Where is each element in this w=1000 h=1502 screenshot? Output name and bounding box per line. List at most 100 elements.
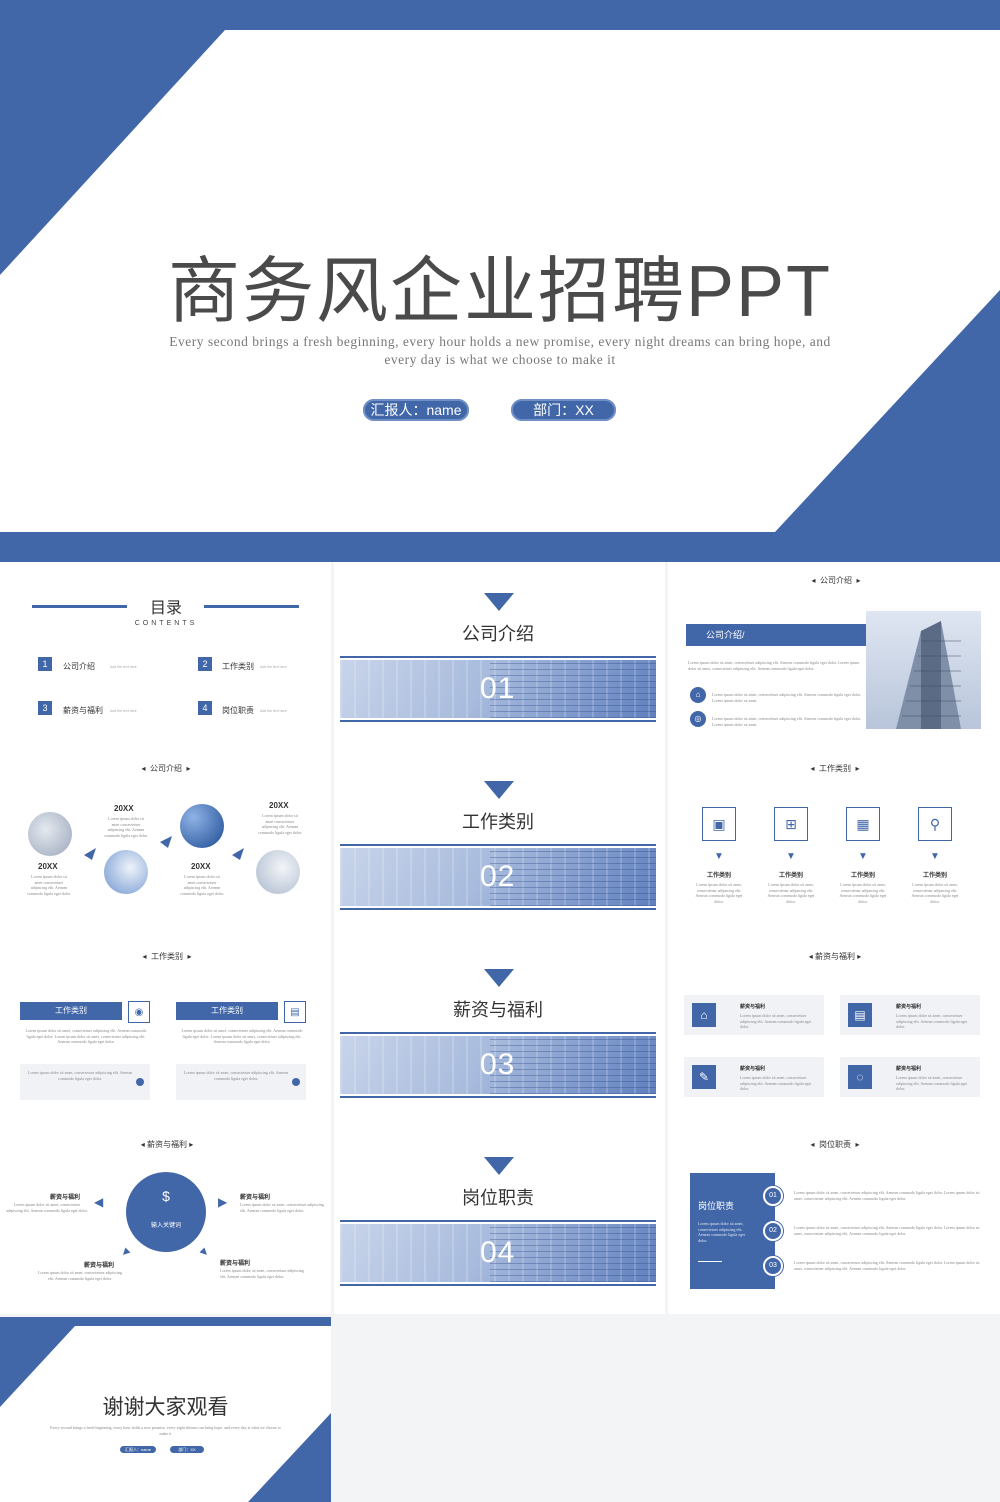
section-04-bottomline	[340, 1284, 656, 1286]
nav-company[interactable]: ◂ 公司介绍 ▸	[811, 576, 861, 585]
cover-title: 商务风企业招聘PPT	[167, 252, 833, 332]
radial-label-4: 薪资与福利	[220, 1261, 251, 1267]
thanks-top-bar	[0, 1317, 331, 1326]
section-02-slide: 工作类别 02	[334, 750, 665, 938]
job-cards-slide: ◂ 工作类别 ▸ 工作类别 ◉ Lorem ipsum dolor sit am…	[0, 938, 331, 1126]
salary-card-2-title: 薪资与福利	[896, 1004, 922, 1010]
company-lorem: Lorem ipsum dolor sit amet, consectetuer…	[688, 660, 860, 671]
section-02-arrow	[484, 781, 514, 799]
salary-center-circle	[126, 1172, 206, 1252]
section-04-building-image	[340, 1224, 656, 1282]
salary-card-4-icon: ◌	[848, 1065, 872, 1089]
toc-title: 目录	[149, 600, 182, 617]
radial-lorem-2: Lorem ipsum dolor sit amet, consectetuer…	[240, 1202, 324, 1213]
section-02-topline	[340, 844, 656, 846]
radial-arrow-bottom-left: ▼	[116, 1242, 136, 1262]
thanks-subtitle: Every second brings a fresh beginning, e…	[50, 1425, 281, 1436]
job-icon-1[interactable]: ▣	[702, 807, 736, 841]
job-card-1-lorem: Lorem ipsum dolor sit amet, consectetuer…	[25, 1028, 147, 1044]
toc-num-2: 2	[198, 657, 212, 671]
job-lorem-4: Lorem ipsum dolor sit amet, consectetuer…	[911, 882, 959, 904]
department-pill: 部门：XX	[511, 399, 616, 421]
job-arrow-3: ▼	[858, 851, 868, 862]
section-04-slide: 岗位职责 04	[334, 1126, 665, 1314]
nav-company-2[interactable]: ◂ 公司介绍 ▸	[141, 764, 191, 773]
duty-panel: 岗位职责 Lorem ipsum dolor sit amet, consect…	[690, 1173, 775, 1289]
job-icon-2[interactable]: ⊞	[774, 807, 808, 841]
section-02-number: 02	[480, 860, 516, 893]
timeline-photo-3	[180, 804, 224, 848]
nav-duty[interactable]: ◂ 岗位职责 ▸	[810, 1140, 860, 1149]
cover-diagonal-shapes	[0, 30, 1000, 532]
toc-hint-3: Add the text here	[110, 709, 137, 713]
job-label-2: 工作类别	[778, 873, 803, 879]
money-icon: $	[162, 1188, 170, 1204]
job-card-2-icon: ▤	[284, 1001, 306, 1023]
salary-card-4-title: 薪资与福利	[896, 1066, 922, 1072]
job-lorem-2: Lorem ipsum dolor sit amet, consectetuer…	[767, 882, 815, 904]
toc-slide: 目录 CONTENTS 1 公司介绍 Add the text here 2 工…	[0, 562, 331, 750]
toc-item-1[interactable]: 公司介绍	[63, 662, 95, 671]
thanks-reporter-pill: 汇报人：name	[120, 1446, 156, 1453]
salary-card-1: ⌂ 薪资与福利 Lorem ipsum dolor sit amet, cons…	[684, 995, 824, 1035]
section-03-building-image	[340, 1036, 656, 1094]
timeline-year-3: 20XX	[38, 862, 58, 871]
job-card-1-icon: ◉	[128, 1001, 150, 1023]
company-intro-slide: ◂ 公司介绍 ▸ 公司介绍/ Lorem ipsum dolor sit ame…	[668, 562, 1000, 750]
timeline-arrows	[84, 836, 244, 860]
job-card-1-dot	[136, 1078, 144, 1086]
section-01-topline	[340, 656, 656, 658]
timeline-slide: ◂ 公司介绍 ▸ 20XX Lorem ipsum dolor sit amet…	[0, 750, 331, 938]
timeline-lorem-2: Lorem ipsum dolor sit amet consectetuer …	[258, 813, 302, 835]
timeline-year-4: 20XX	[191, 862, 211, 871]
radial-lorem-3: Lorem ipsum dolor sit amet, consectetuer…	[38, 1270, 122, 1281]
toc-subtitle: CONTENTS	[134, 620, 198, 627]
nav-salary[interactable]: ◂ 薪资与福利 ▸	[808, 952, 862, 961]
job-card-1-box-lorem: Lorem ipsum dolor sit amet, consectetuer…	[28, 1070, 132, 1081]
salary-card-3-icon: ✎	[692, 1065, 716, 1089]
section-04-number: 04	[480, 1236, 516, 1269]
toc-item-3[interactable]: 薪资与福利	[63, 706, 103, 715]
section-01-building-image	[340, 660, 656, 718]
toc-item-4[interactable]: 岗位职责	[222, 706, 254, 715]
job-card-1-box: Lorem ipsum dolor sit amet, consectetuer…	[20, 1064, 150, 1100]
nav-salary-2[interactable]: ◂ 薪资与福利 ▸	[140, 1140, 194, 1149]
duty-slide: ◂ 岗位职责 ▸ 岗位职责 Lorem ipsum dolor sit amet…	[668, 1126, 1000, 1314]
salary-card-2-lorem: Lorem ipsum dolor sit amet, consectetuer…	[896, 1013, 968, 1029]
duty-panel-line	[698, 1261, 722, 1262]
salary-card-2-icon: ▤	[848, 1003, 872, 1027]
timeline-year-1: 20XX	[114, 804, 134, 813]
radial-arrow-bottom-right: ▼	[194, 1242, 214, 1262]
job-label-4: 工作类别	[922, 873, 947, 879]
nav-jobs[interactable]: ◂ 工作类别 ▸	[810, 764, 860, 773]
salary-cards-slide: ◂ 薪资与福利 ▸ ⌂ 薪资与福利 Lorem ipsum dolor sit …	[668, 938, 1000, 1126]
nav-jobs-2[interactable]: ◂ 工作类别 ▸	[142, 952, 192, 961]
timeline-lorem-1: Lorem ipsum dolor sit amet consectetuer …	[104, 816, 148, 838]
section-01-slide: 公司介绍 01	[334, 562, 665, 750]
toc-line-left	[32, 605, 127, 608]
toc-hint-1: Add the text here	[110, 665, 137, 669]
section-02-title: 工作类别	[462, 812, 534, 832]
radial-lorem-4: Lorem ipsum dolor sit amet, consectetuer…	[220, 1268, 304, 1279]
job-card-2-lorem: Lorem ipsum dolor sit amet, consectetuer…	[181, 1028, 303, 1044]
duty-num-2: 02	[763, 1221, 783, 1241]
job-icon-4[interactable]: ⚲	[918, 807, 952, 841]
section-03-slide: 薪资与福利 03	[334, 938, 665, 1126]
salary-card-2: ▤ 薪资与福利 Lorem ipsum dolor sit amet, cons…	[840, 995, 980, 1035]
toc-num-3: 3	[38, 701, 52, 715]
job-icon-3[interactable]: ▦	[846, 807, 880, 841]
job-card-2-box: Lorem ipsum dolor sit amet, consectetuer…	[176, 1064, 306, 1100]
toc-item-2[interactable]: 工作类别	[222, 662, 254, 671]
salary-card-3-lorem: Lorem ipsum dolor sit amet, consectetuer…	[740, 1075, 812, 1091]
salary-card-3-title: 薪资与福利	[740, 1066, 766, 1072]
radial-label-3: 薪资与福利	[84, 1263, 115, 1269]
duty-heading: 岗位职责	[698, 1201, 735, 1211]
radial-arrow-right: ▶	[218, 1195, 228, 1209]
cover-slide: 商务风企业招聘PPT Every second brings a fresh b…	[0, 0, 1000, 562]
section-01-arrow	[484, 593, 514, 611]
duty-row-2-lorem: Lorem ipsum dolor sit amet, consectetuer…	[794, 1225, 980, 1236]
timeline-photo-4	[256, 850, 300, 894]
salary-center-keyword: 输入关键词	[150, 1223, 181, 1229]
salary-card-4-lorem: Lorem ipsum dolor sit amet, consectetuer…	[896, 1075, 968, 1091]
radial-arrow-left: ◀	[94, 1195, 104, 1209]
